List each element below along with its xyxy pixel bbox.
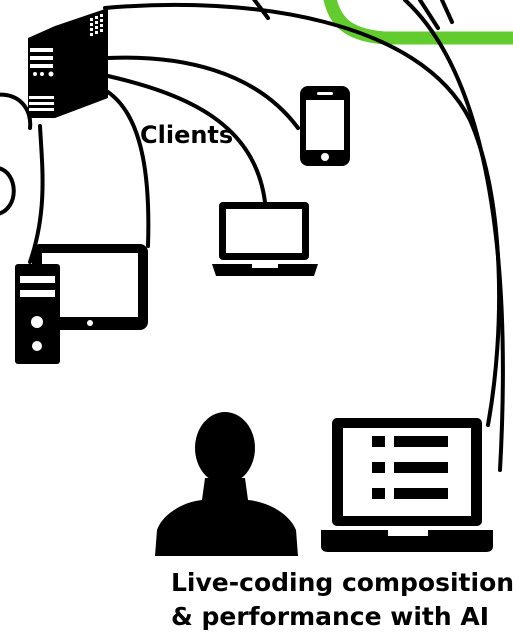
smartphone-icon [300,86,350,166]
cable-server-to-phone [106,55,300,130]
connection-lines [0,0,505,472]
laptop-with-list-icon [321,418,493,552]
laptop-icon [212,202,318,276]
clients-label: Clients [140,121,233,149]
server-tower-icon [28,8,108,118]
cable-top-3 [440,0,454,24]
hub-partial-circle [0,166,16,216]
cable-server-to-tablet [106,90,151,248]
cable-server-to-laptop [103,2,502,427]
cable-top-to-laptop [403,0,505,472]
cable-server-to-desktop [28,124,45,264]
cable-left [0,92,33,130]
caption-line-2: & performance with AI [171,602,489,631]
cable-top-1 [252,0,270,20]
person-silhouette-icon [155,412,298,556]
caption-line-1: Live-coding composition [171,568,513,597]
cable-server-to-client-laptop [106,74,267,204]
desktop-tower-icon [15,264,60,364]
cable-top-2 [418,0,440,30]
